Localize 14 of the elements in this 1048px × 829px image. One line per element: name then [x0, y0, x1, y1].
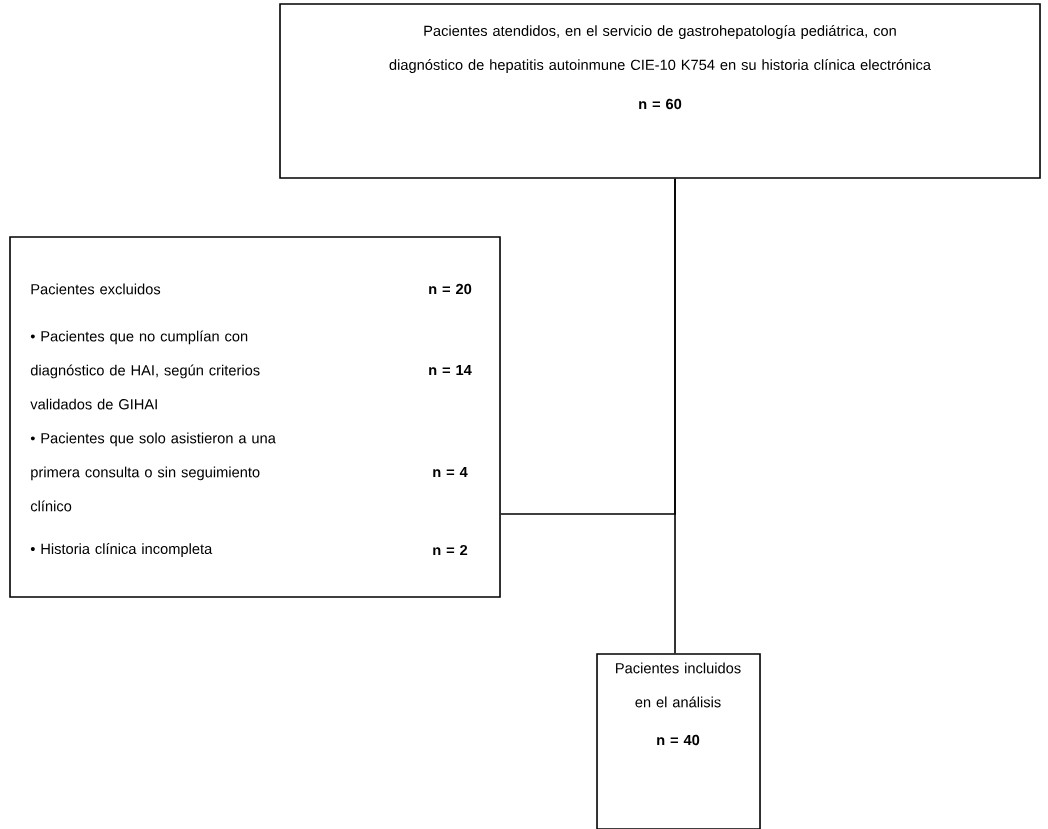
box-text: • Historia clínica incompleta — [30, 543, 213, 557]
count-label: n = 14 — [429, 364, 472, 376]
count-label: n = 2 — [433, 544, 468, 556]
count-label: n = 4 — [433, 466, 468, 478]
flow-box — [9, 236, 501, 598]
flow-box — [279, 3, 1041, 179]
count-label: n = 60 — [639, 98, 682, 110]
box-text: • Pacientes que solo asistieron a una primera consulta o sin seguimiento clínico — [30, 432, 276, 512]
count-label: n = 20 — [429, 283, 472, 295]
connector-line — [500, 178, 676, 515]
box-text: Pacientes excluidos — [31, 283, 161, 295]
flow-box — [596, 653, 761, 829]
box-text: • Pacientes que no cumplían con diagnóstico de HAI, según criterios validados de GIHAI — [30, 330, 260, 410]
count-label: n = 40 — [657, 734, 700, 746]
